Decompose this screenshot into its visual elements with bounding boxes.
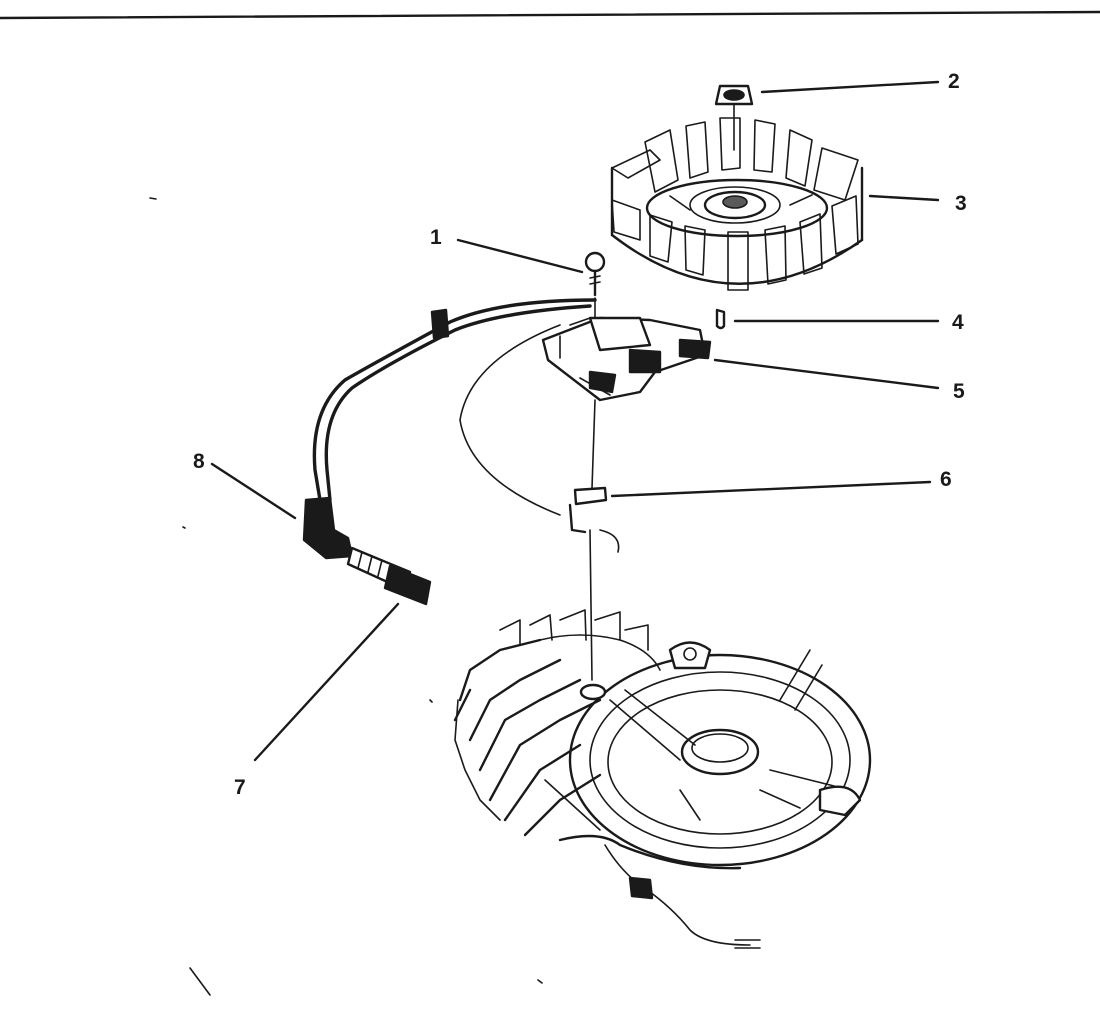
callout-1: 1	[430, 226, 442, 249]
leader-lines	[210, 80, 940, 762]
callout-3: 3	[955, 192, 967, 215]
scan-specks	[149, 197, 543, 996]
flywheel-nut-drawing	[714, 84, 754, 151]
spark-plug-drawing	[346, 546, 432, 606]
callout-6: 6	[940, 468, 952, 491]
spark-plug-boot-drawing	[302, 496, 354, 560]
assembly-centerline	[589, 297, 596, 681]
flywheel-key-drawing	[715, 308, 726, 330]
spark-plug-lead-drawing	[312, 298, 597, 516]
flywheel-drawing	[610, 117, 864, 291]
callout-8: 8	[193, 450, 205, 473]
ignition-module-drawing	[541, 251, 712, 402]
callout-5: 5	[953, 380, 965, 403]
ground-clip-drawing	[568, 486, 620, 553]
callout-4: 4	[952, 311, 964, 334]
top-border-line	[0, 10, 1100, 20]
callout-7: 7	[234, 776, 246, 799]
callout-2: 2	[948, 70, 960, 93]
engine-block-drawing	[453, 609, 872, 949]
